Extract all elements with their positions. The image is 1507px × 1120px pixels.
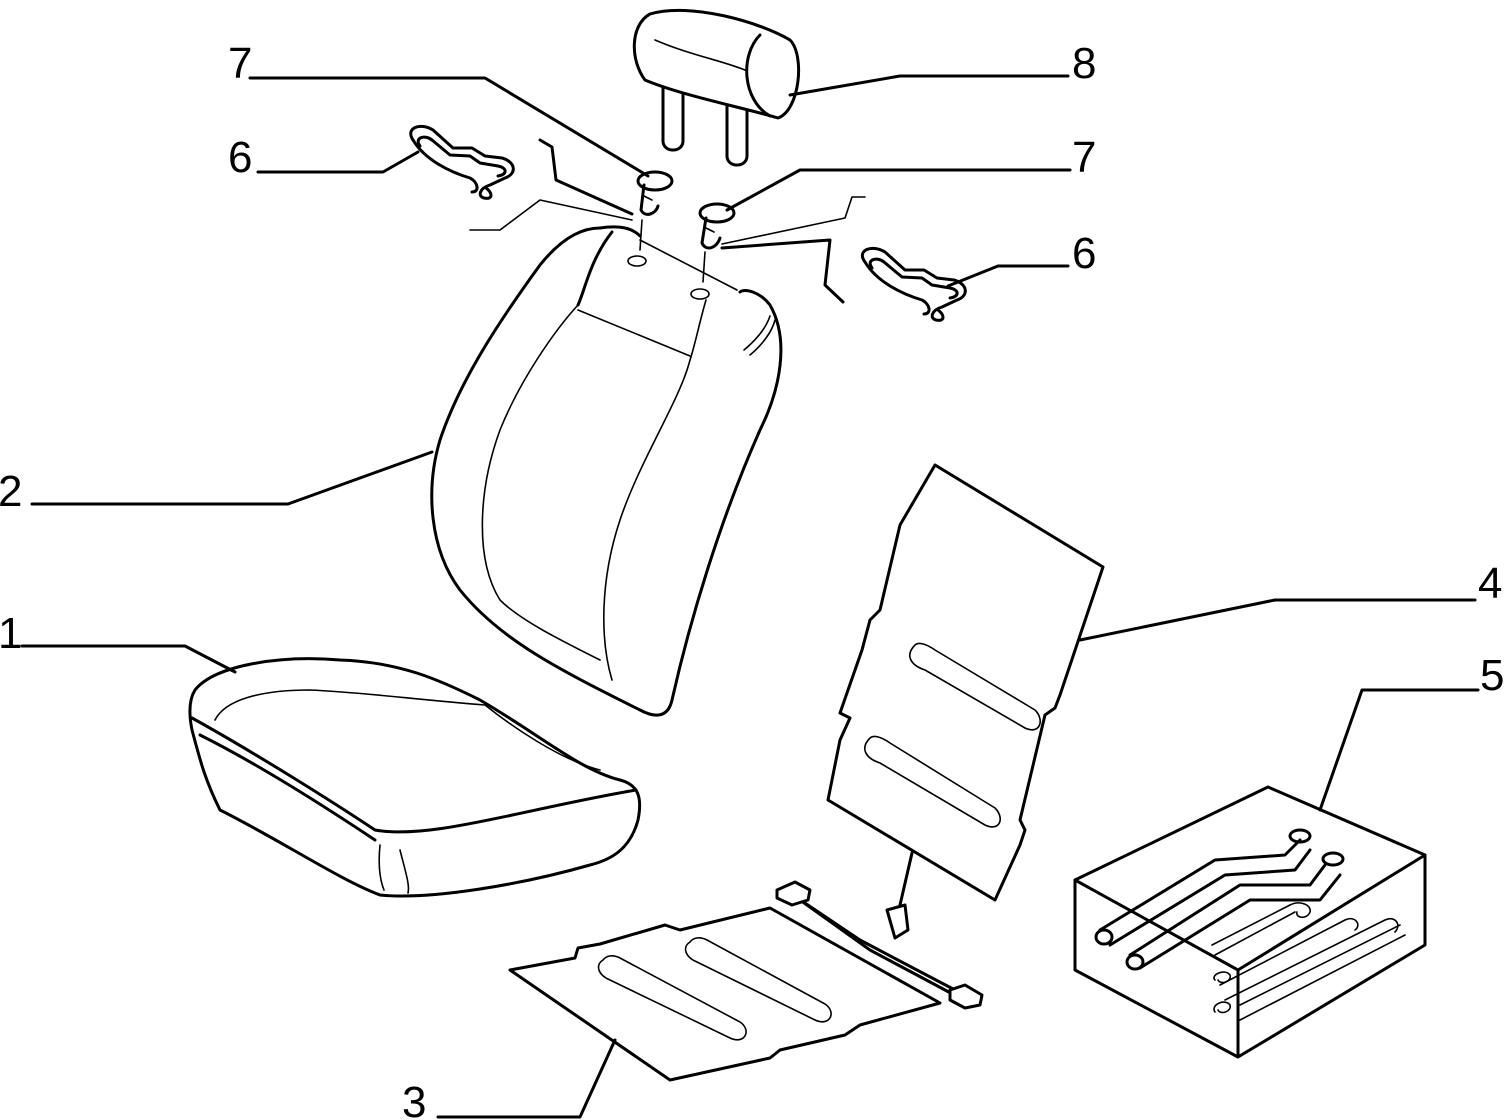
callout-5: 5 (1480, 651, 1504, 700)
leader-6b (946, 264, 1070, 288)
leader-7a (248, 76, 650, 178)
seat-back (430, 225, 783, 717)
leader-7b (725, 168, 1072, 212)
callout-numbers: 1 2 3 4 5 6 6 7 7 8 (0, 39, 1504, 1120)
callout-3: 3 (402, 1078, 426, 1120)
trim-wire-right (720, 196, 866, 304)
leader-3 (436, 1038, 617, 1119)
leader-2 (30, 450, 434, 506)
cushion-heating-pad (508, 880, 984, 1082)
headrest-guide-left (636, 170, 674, 251)
callout-8: 8 (1072, 39, 1096, 88)
leader-5 (1318, 688, 1480, 812)
headrest (632, 8, 801, 167)
callout-4: 4 (1478, 559, 1502, 608)
leader-lines (20, 74, 1480, 1119)
callout-1: 1 (0, 609, 22, 658)
leader-4 (1078, 598, 1477, 642)
seat-cushion (188, 657, 642, 898)
headrest-guide-right (698, 202, 736, 283)
leader-1 (20, 644, 237, 674)
trim-wire-left (469, 138, 634, 231)
callout-7b: 7 (1072, 133, 1096, 182)
callout-6b: 6 (1072, 229, 1096, 278)
callout-2: 2 (0, 467, 22, 516)
backrest-heating-pad (826, 463, 1105, 940)
callout-7a: 7 (228, 39, 252, 88)
heating-elements-box (1073, 785, 1427, 1059)
leader-8 (788, 74, 1070, 97)
clip-left (409, 124, 515, 200)
callout-6a: 6 (228, 133, 252, 182)
leader-6a (256, 150, 420, 174)
clip-right (861, 246, 967, 322)
